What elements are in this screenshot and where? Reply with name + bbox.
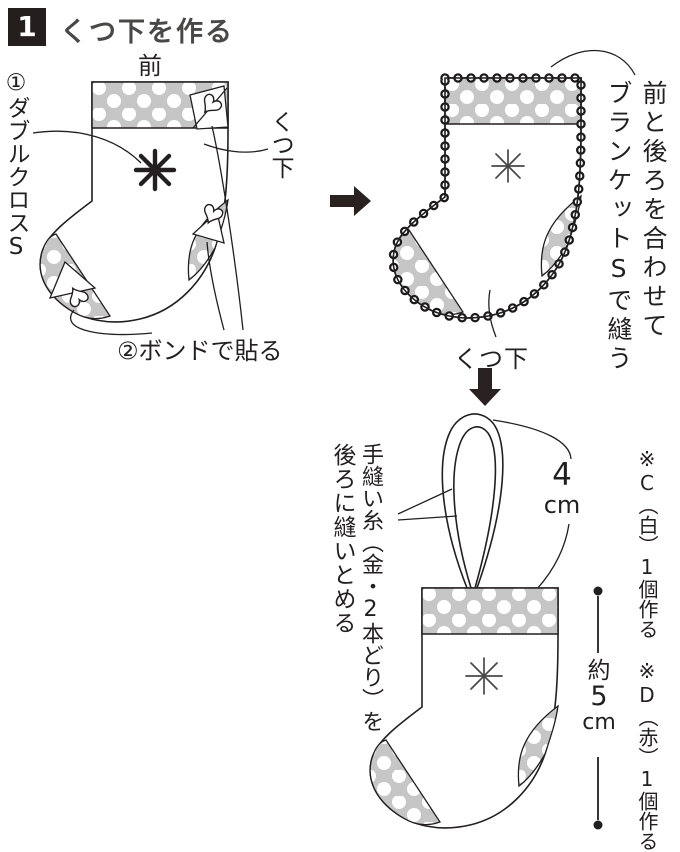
step-number: 1 (17, 10, 37, 43)
loop-measure-arc-top (492, 419, 572, 460)
leader-stitch-label (32, 130, 142, 164)
leader-blanket-note (550, 49, 636, 76)
double-cross-stitch-mark (133, 148, 177, 192)
double-cross-stitch-label: ①ダブルクロスS (3, 70, 29, 260)
height-approx: 約 (587, 658, 611, 684)
thread-note-line1: 手縫い糸（金・2本どり）を (358, 443, 383, 732)
leader-sock-label (203, 143, 269, 153)
blanket-note-line2: ブランケットSで縫う (604, 80, 633, 374)
leader-thread-1 (397, 488, 453, 515)
front-label: 前 (138, 52, 162, 80)
leader-bond-toe (70, 309, 153, 336)
leader-bond-cuff (211, 125, 244, 331)
sock-label-2: くつ下 (454, 345, 529, 373)
sock-label-1: くつ下 (267, 110, 293, 179)
arrow-down-icon (469, 368, 501, 406)
sock-finished (370, 413, 603, 830)
section-title: くつ下を作る (60, 17, 234, 48)
loop-length-measure: 4 cm (543, 457, 581, 519)
step-number-badge: 1 (8, 8, 46, 46)
leader-bond-heel (206, 241, 225, 331)
measure-line-5cm (593, 586, 603, 830)
stitch-mark (491, 149, 525, 183)
sock-height-measure: 約 5 cm (581, 659, 617, 735)
leader-thread-2 (397, 515, 458, 521)
height-value: 5 (590, 681, 608, 713)
hanging-loop-outer (441, 413, 504, 589)
sock-piece-front (32, 82, 269, 336)
hanging-loop-inner (453, 426, 497, 589)
arrow-right-icon (330, 186, 371, 216)
sock-shape (393, 78, 581, 318)
sock-blanket-stitched (393, 49, 636, 338)
thread-note-line2: 後ろに縫いとめる (329, 443, 355, 635)
stitch-mark (465, 657, 503, 695)
loop-measure-arc-bottom (536, 523, 570, 590)
height-unit: cm (582, 710, 616, 736)
loop-length-unit: cm (543, 491, 581, 519)
make-quantity-note: ※C（白）1個作る ※D（赤）1個作る (635, 447, 659, 851)
loop-length-value: 4 (552, 457, 572, 493)
sock-shape (370, 588, 558, 828)
bond-glue-label: ②ボンドで貼る (117, 337, 283, 365)
blanket-note-line1: 前と後ろを合わせて (639, 80, 668, 341)
leader-sock-label (488, 289, 497, 338)
